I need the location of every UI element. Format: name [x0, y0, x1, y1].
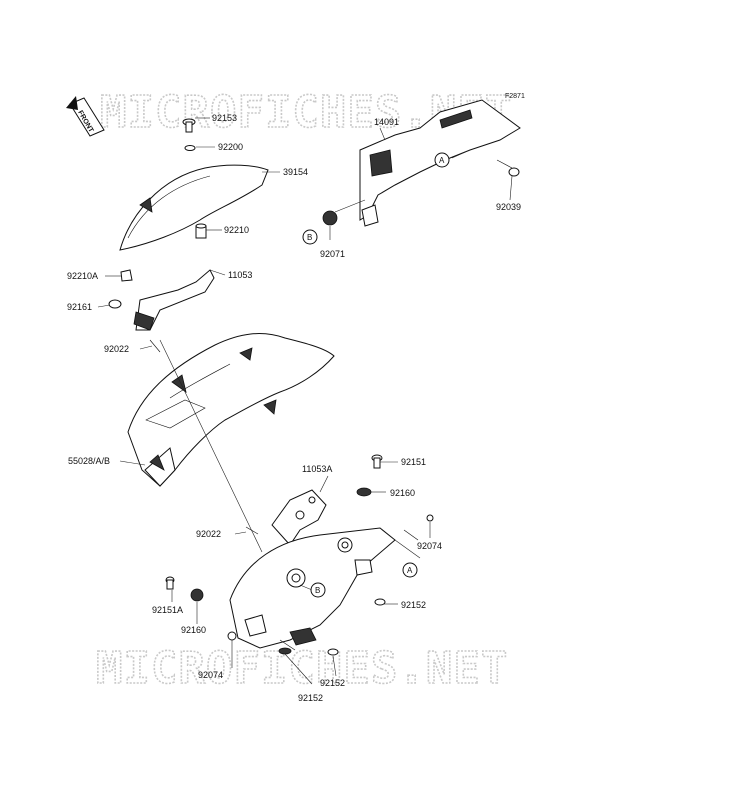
front-arrow-icon: FRONT [66, 96, 105, 137]
bolt-92151a-icon [165, 576, 175, 590]
bolt-92153-icon [182, 118, 196, 133]
part-label-92210a: 92210A [67, 271, 98, 281]
part-label-92151a: 92151A [152, 605, 183, 615]
bolt-92022-lower-icon [245, 526, 259, 535]
bolt-92022-upper-icon [149, 339, 161, 353]
callout-a-upper: A [434, 152, 450, 168]
watermark-bottom: MICROFICHES.NET [96, 643, 508, 694]
stay-11053-icon [133, 269, 215, 331]
part-label-92152-mid: 92152 [320, 678, 345, 688]
part-label-92151: 92151 [401, 457, 426, 467]
washer-92152-right-icon [374, 598, 386, 606]
assembly-guide-line [159, 339, 263, 553]
grommet-92071-icon [322, 210, 338, 226]
grommet-92160-upper-icon [356, 487, 372, 497]
bolt-92039-icon [496, 159, 520, 177]
windscreen-39154-icon [119, 164, 269, 251]
washer-92200-icon [184, 145, 196, 151]
part-label-92161: 92161 [67, 302, 92, 312]
part-label-92071: 92071 [320, 249, 345, 259]
part-label-92152-right: 92152 [401, 600, 426, 610]
part-label-92153: 92153 [212, 113, 237, 123]
part-label-92039: 92039 [496, 202, 521, 212]
svg-text:B: B [315, 586, 320, 595]
bolt-92074-upper-icon [403, 514, 434, 541]
part-label-11053: 11053 [228, 270, 252, 280]
part-label-92160-upper: 92160 [390, 488, 415, 498]
part-label-92210: 92210 [224, 225, 249, 235]
upper-cowl-55028-icon [127, 333, 335, 487]
washer-92152-lower-left-icon [278, 647, 292, 655]
part-label-39154: 39154 [283, 167, 308, 177]
part-label-55028: 55028/A/B [68, 456, 110, 466]
part-label-11053a: 11053A [302, 464, 332, 474]
svg-text:A: A [439, 156, 445, 165]
leader-lines [97, 117, 513, 685]
washer-92161-icon [108, 299, 122, 309]
bolt-92151-icon [371, 454, 383, 469]
grommet-92160-lower-icon [190, 588, 204, 602]
part-label-92160-lower: 92160 [181, 625, 206, 635]
part-label-92152-bottom: 92152 [298, 693, 323, 703]
callout-a-lower: A [402, 562, 418, 578]
part-label-14091: 14091 [374, 117, 399, 127]
part-label-92200: 92200 [218, 142, 243, 152]
figure-code: F2871 [505, 93, 525, 100]
part-label-92074-lower: 92074 [198, 670, 223, 680]
grommet-92210-icon [195, 223, 207, 239]
grommet-92210a-icon [120, 269, 133, 282]
callout-b-upper: B [302, 229, 318, 245]
part-label-92074-upper: 92074 [417, 541, 442, 551]
part-label-92022-lower: 92022 [196, 529, 221, 539]
part-label-92022-upper: 92022 [104, 344, 129, 354]
svg-text:B: B [307, 233, 312, 242]
svg-text:A: A [407, 566, 413, 575]
washer-92152-lower-right-icon [327, 648, 339, 656]
bolt-92074-lower-icon [227, 631, 237, 641]
callout-b-lower: B [310, 582, 326, 598]
